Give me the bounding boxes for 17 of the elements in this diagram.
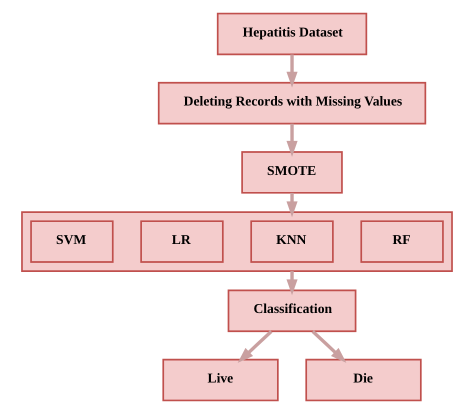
node-box: Classification <box>228 289 356 332</box>
arrow <box>286 192 298 217</box>
arrow <box>286 123 298 156</box>
node-box: Deleting Records with Missing Values <box>158 81 426 124</box>
node-box: RF <box>360 220 444 262</box>
arrow <box>286 54 298 88</box>
arrow <box>238 330 273 362</box>
node-box: KNN <box>250 220 334 262</box>
node-box: Live <box>162 358 279 401</box>
node-box: Die <box>305 358 422 401</box>
node-box: SMOTE <box>241 150 343 194</box>
cluster <box>21 210 453 272</box>
arrow <box>312 330 346 362</box>
node-box: SVM <box>30 220 114 262</box>
node-box: Hepatitis Dataset <box>216 12 368 55</box>
node-box: LR <box>140 220 224 262</box>
arrow <box>286 270 298 295</box>
